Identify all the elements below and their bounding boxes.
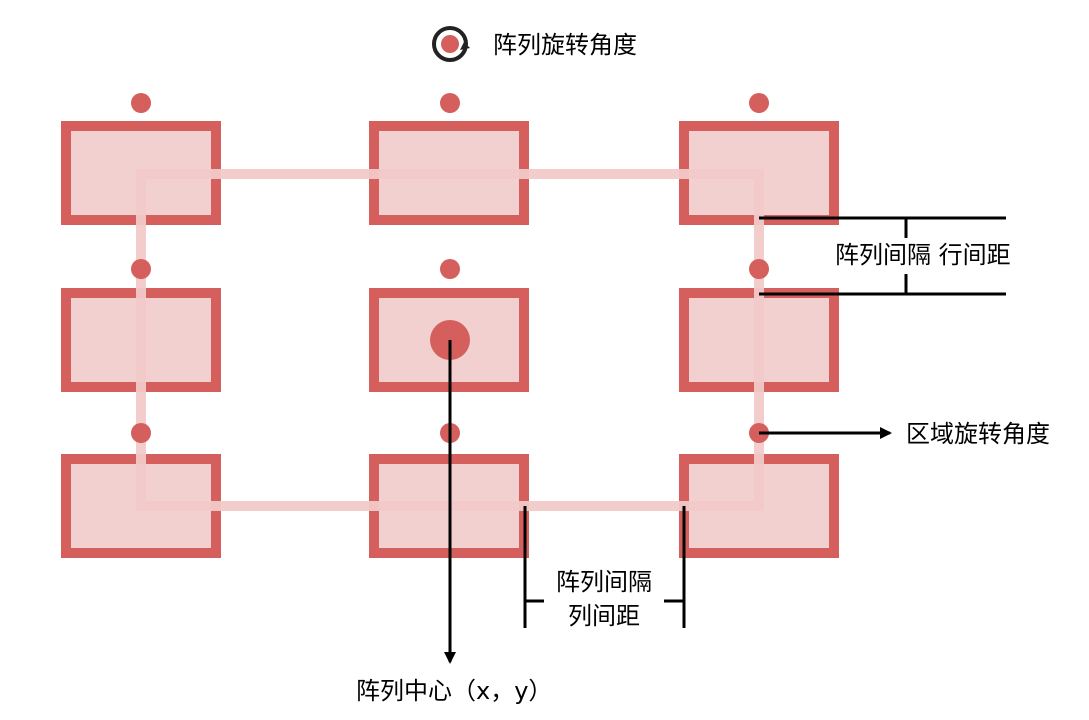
row-spacing-label: 阵列间隔 行间距 [835, 241, 1011, 269]
column-spacing-dimension [523, 506, 686, 628]
column-spacing-label-line1: 阵列间隔 [556, 568, 652, 596]
column-spacing-label-line2: 列间距 [568, 602, 640, 630]
array-rotation-label: 阵列旋转角度 [493, 31, 637, 59]
rotation-dot [131, 423, 151, 443]
rotation-dot [440, 259, 460, 279]
rotation-dot [131, 93, 151, 113]
rotation-icon [432, 26, 470, 62]
rotation-dot [131, 259, 151, 279]
row-spacing-dimension [759, 216, 1006, 296]
rotation-dot [749, 259, 769, 279]
array-center-label: 阵列中心（x，y） [356, 677, 553, 705]
rotation-dot [440, 93, 460, 113]
region-rotation-label: 区域旋转角度 [906, 420, 1050, 448]
rotation-dot [749, 93, 769, 113]
